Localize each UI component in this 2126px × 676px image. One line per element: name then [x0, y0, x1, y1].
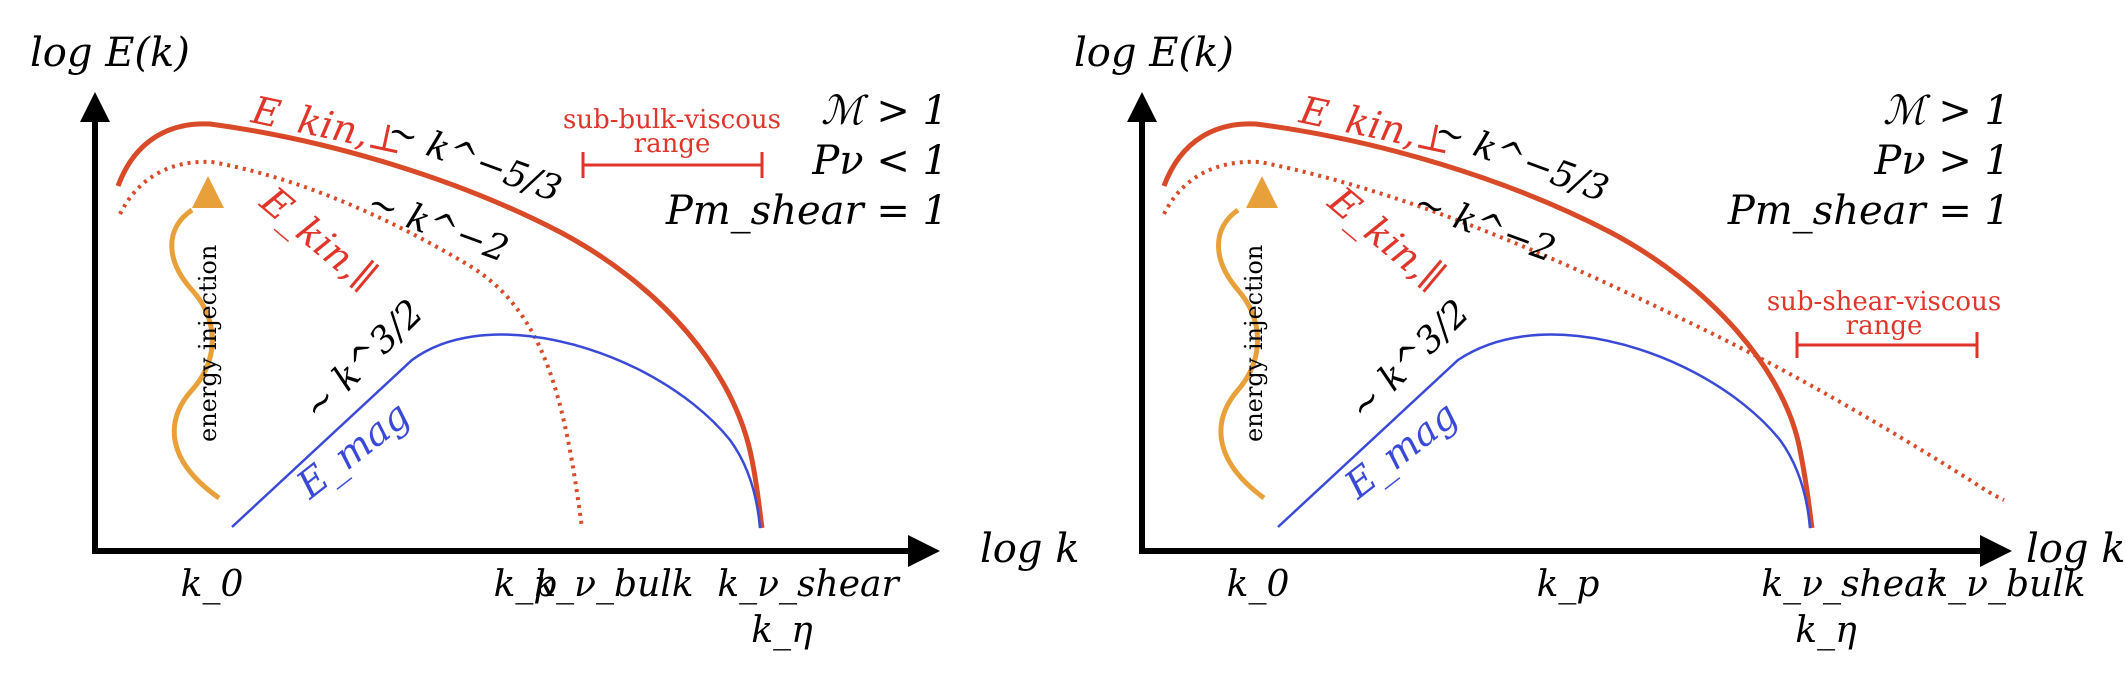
param-pnu: Pν < 1: [811, 138, 948, 184]
tick-k-eta: k_η: [1795, 610, 1857, 651]
tick-kp: k_p: [494, 564, 557, 605]
x-axis-label: log k: [980, 526, 1079, 572]
y-axis-label: log E(k): [30, 30, 190, 76]
y-axis-arrowhead: [1127, 92, 1157, 122]
energy-injection-wave: [169, 207, 221, 501]
range-bracket: [581, 152, 764, 178]
range-label-line1: sub-shear-viscous: [1767, 287, 2001, 317]
range-label-line1: sub-bulk-viscous: [563, 105, 781, 135]
param-pm: Pm_shear = 1: [1727, 188, 2010, 234]
range-bracket: [1795, 332, 1979, 358]
tick-kp: k_p: [1537, 564, 1600, 605]
panel-left: log E(k) log k ℳ > 1 Pν < 1 Pm_shear = 1…: [30, 30, 1079, 651]
label-e-kin-perp: E_kin,⊥: [247, 88, 408, 164]
energy-injection-wave: [1216, 207, 1266, 501]
range-label-line2: range: [1846, 311, 1923, 341]
curve-e-kin-perp: [115, 121, 765, 529]
energy-injection-label: energy injection: [194, 245, 222, 442]
tick-k-nu-shear: k_ν_shear: [1761, 564, 1944, 605]
tick-k-nu-bulk: k_ν_bulk: [534, 564, 693, 605]
slope-par: ∼ k^−2: [362, 182, 514, 271]
label-e-kin-par: E_kin,∥: [251, 178, 385, 301]
x-axis-label: log k: [2026, 526, 2125, 572]
label-e-kin-perp: E_kin,⊥: [1295, 88, 1456, 164]
energy-injection-arrowhead: [192, 176, 224, 208]
tick-k0: k_0: [181, 564, 244, 605]
curve-e-kin-par: [1162, 159, 2005, 502]
x-axis-arrowhead: [908, 535, 940, 567]
tick-k-nu-shear: k_ν_shear: [717, 564, 900, 605]
tick-k-eta: k_η: [751, 610, 813, 651]
tick-k0: k_0: [1227, 564, 1290, 605]
curve-e-mag: [1277, 333, 1812, 529]
energy-injection-arrowhead: [1246, 176, 1278, 208]
x-axis-arrowhead: [1980, 535, 2012, 567]
tick-k-nu-bulk: k_ν_bulk: [1926, 564, 2085, 605]
y-axis-label: log E(k): [1074, 30, 1234, 76]
panel-right: log E(k) log k ℳ > 1 Pν > 1 Pm_shear = 1…: [1074, 30, 2125, 651]
curve-e-mag: [231, 333, 762, 529]
range-label-line2: range: [634, 129, 711, 159]
param-mach: ℳ > 1: [1883, 88, 2010, 134]
curve-e-kin-perp: [1161, 121, 1815, 529]
param-pnu: Pν > 1: [1873, 138, 2010, 184]
param-pm: Pm_shear = 1: [665, 188, 948, 234]
energy-injection-label: energy injection: [1240, 245, 1268, 442]
y-axis-arrowhead: [80, 92, 110, 122]
param-mach: ℳ > 1: [821, 88, 948, 134]
